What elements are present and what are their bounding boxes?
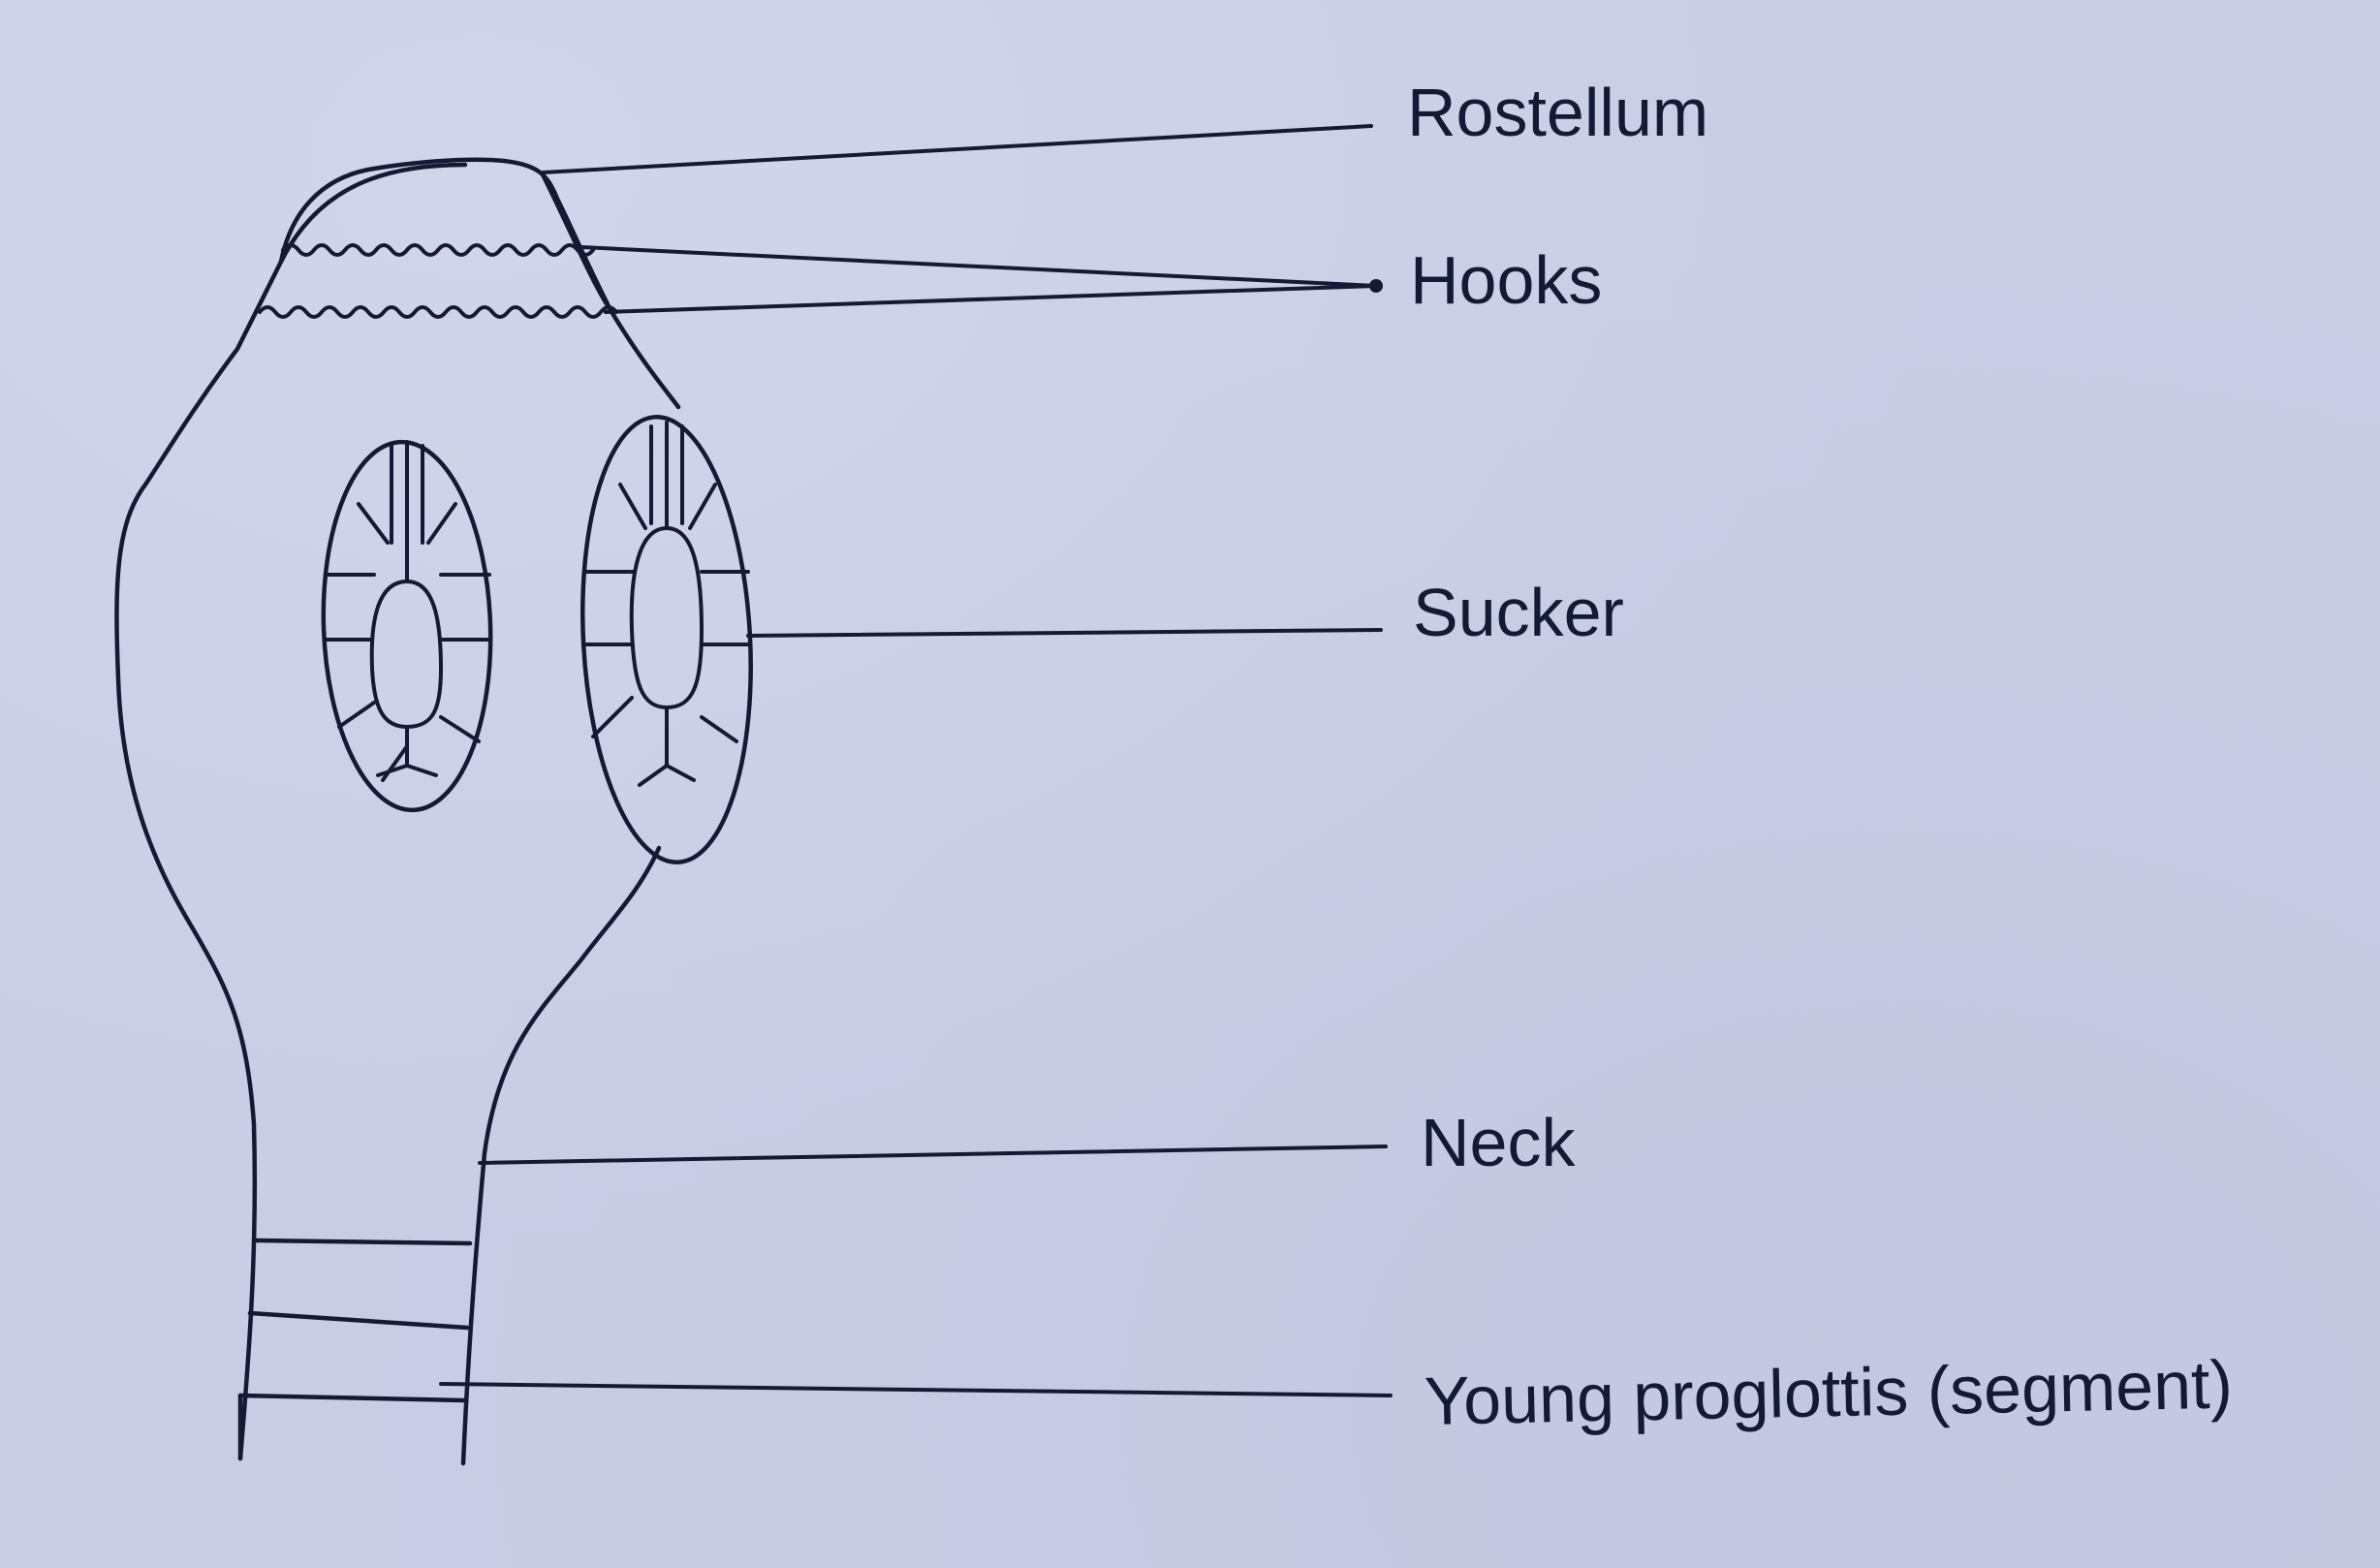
hooks-rows <box>258 243 618 319</box>
scolex-body <box>114 157 681 1466</box>
sucker-right <box>580 415 753 864</box>
hooks-row-upper <box>281 243 595 257</box>
label-sucker: Sucker <box>1413 575 1624 650</box>
leader-proglottis <box>439 1382 1393 1397</box>
leader-lines <box>439 124 1393 1397</box>
sucker-left <box>321 439 493 813</box>
leader-rostellum <box>541 124 1373 174</box>
leader-neck <box>478 1145 1388 1165</box>
label-hooks: Hooks <box>1410 242 1602 318</box>
leader-hooks-upper <box>579 245 1378 288</box>
proglottis-segments <box>237 1238 473 1461</box>
hooks-leader-junction <box>1369 279 1383 293</box>
label-neck: Neck <box>1421 1105 1576 1180</box>
label-young-proglottis: Young proglottis (segment) <box>1424 1347 2233 1439</box>
hooks-row-lower <box>258 305 618 319</box>
leader-sucker <box>746 628 1383 638</box>
label-rostellum: Rostellum <box>1407 75 1708 150</box>
leader-hooks-lower <box>604 284 1378 314</box>
